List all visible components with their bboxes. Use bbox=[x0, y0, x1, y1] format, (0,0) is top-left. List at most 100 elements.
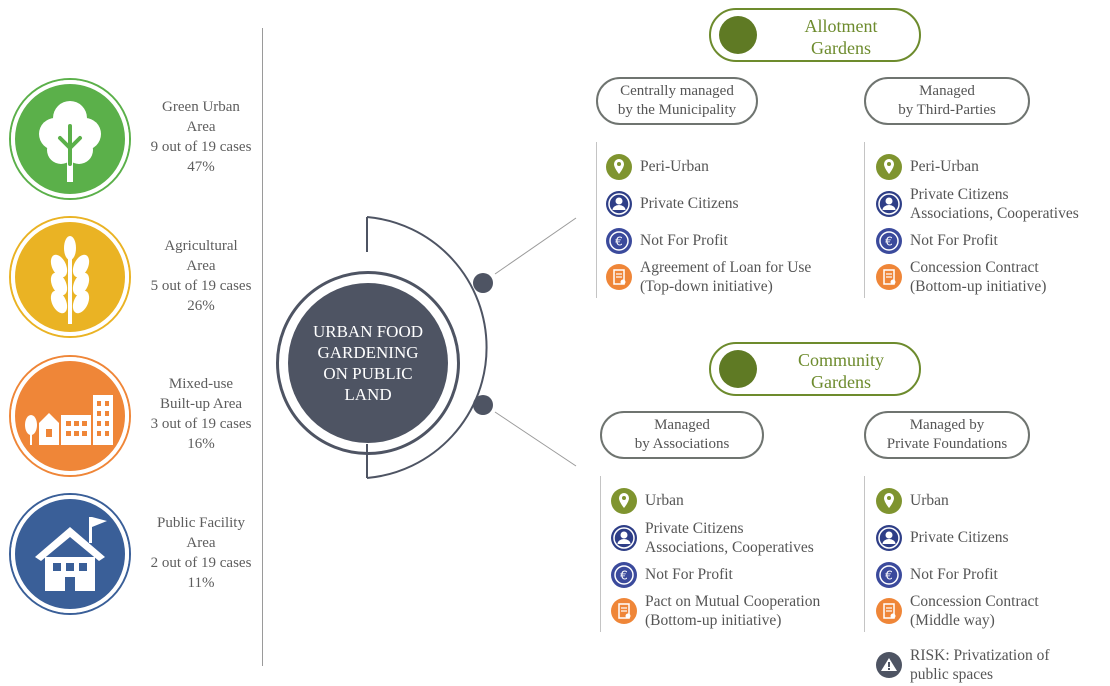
center-line-2: GARDENING bbox=[317, 343, 419, 362]
allotment-group-1-label: Centrally managed by the Municipality bbox=[596, 77, 758, 125]
community-g2-location: Urban bbox=[910, 492, 949, 509]
person-icon bbox=[606, 191, 632, 217]
contract-icon bbox=[876, 598, 902, 624]
allotment-g1-location: Peri-Urban bbox=[640, 158, 709, 175]
community-group-2-line bbox=[864, 476, 865, 632]
agricultural-ring bbox=[9, 216, 131, 338]
location-pin-icon bbox=[606, 154, 632, 180]
location-pin-icon bbox=[876, 154, 902, 180]
center-line-3: ON PUBLIC bbox=[323, 364, 413, 383]
community-g2-location-row: Urban bbox=[876, 488, 949, 514]
connector-line-bottom bbox=[494, 411, 577, 467]
person-icon bbox=[876, 191, 902, 217]
community-group-2-label: Managed by Private Foundations bbox=[864, 411, 1030, 459]
allotment-gardens-header: Allotment Gardens bbox=[709, 8, 921, 62]
connector-line-top bbox=[494, 217, 577, 275]
mixed-use-text: Mixed-use Built-up Area 3 out of 19 case… bbox=[131, 374, 271, 454]
community-g2-risk-2: public spaces bbox=[910, 666, 994, 683]
mixed-use-title-1: Mixed-use bbox=[168, 376, 234, 392]
allotment-title-1: Allotment bbox=[804, 16, 878, 36]
green-urban-ring bbox=[9, 78, 131, 200]
allotment-title: Allotment Gardens bbox=[761, 15, 921, 59]
allotment-g1-profit: Not For Profit bbox=[640, 232, 728, 249]
community-g1-people-row: Private Citizens Associations, Cooperati… bbox=[611, 519, 814, 557]
community-title-2: Gardens bbox=[811, 372, 871, 392]
euro-icon: € bbox=[876, 228, 902, 254]
svg-text:€: € bbox=[620, 569, 628, 583]
community-group-1-line bbox=[600, 476, 601, 632]
agricultural-title-1: Agricultural bbox=[164, 238, 238, 254]
allotment-group-1-label-2: by the Municipality bbox=[617, 102, 737, 118]
public-facility-text: Public Facility Area 2 out of 19 cases 1… bbox=[131, 513, 271, 593]
green-urban-circle bbox=[11, 80, 129, 198]
mixed-use-ring bbox=[9, 355, 131, 477]
allotment-dot bbox=[719, 16, 757, 54]
house-flag-icon bbox=[35, 517, 107, 591]
community-group-1-label: Managed by Associations bbox=[600, 411, 764, 459]
agricultural-title-2: Area bbox=[186, 258, 216, 274]
community-g1-people-2: Associations, Cooperatives bbox=[645, 539, 814, 556]
location-pin-icon bbox=[876, 488, 902, 514]
community-title-1: Community bbox=[797, 350, 884, 370]
community-gardens-header: Community Gardens bbox=[709, 342, 921, 396]
green-urban-title-1: Green Urban bbox=[162, 99, 240, 115]
person-icon bbox=[876, 525, 902, 551]
svg-text:€: € bbox=[885, 235, 893, 249]
agricultural-text: Agricultural Area 5 out of 19 cases 26% bbox=[131, 236, 271, 316]
community-group-1-label-2: by Associations bbox=[634, 436, 730, 452]
community-g1-location: Urban bbox=[645, 492, 684, 509]
allotment-group-2-label-2: by Third-Parties bbox=[898, 102, 996, 118]
tree-icon bbox=[39, 101, 101, 182]
green-urban-text: Green Urban Area 9 out of 19 cases 47% bbox=[131, 97, 271, 177]
community-g2-profit: Not For Profit bbox=[910, 566, 998, 583]
contract-icon bbox=[611, 598, 637, 624]
public-facility-title-2: Area bbox=[186, 535, 216, 551]
center-arc bbox=[366, 216, 488, 479]
agricultural-pct: 26% bbox=[187, 298, 215, 314]
allotment-g2-location: Peri-Urban bbox=[910, 158, 979, 175]
community-g1-profit-row: € Not For Profit bbox=[611, 562, 733, 588]
agricultural-circle bbox=[11, 218, 129, 336]
allotment-g2-contract-2: (Bottom-up initiative) bbox=[910, 278, 1047, 295]
center-line-1: URBAN FOOD bbox=[312, 322, 424, 341]
community-group-2-label-1: Managed by bbox=[909, 417, 985, 433]
allotment-g2-contract-1: Concession Contract bbox=[910, 259, 1039, 276]
euro-icon: € bbox=[606, 228, 632, 254]
allotment-group-2-line bbox=[864, 142, 865, 298]
allotment-g1-profit-row: € Not For Profit bbox=[606, 228, 728, 254]
community-g2-contract-row: Concession Contract (Middle way) bbox=[876, 592, 1039, 630]
center-circle: URBAN FOOD GARDENING ON PUBLIC LAND bbox=[288, 283, 448, 443]
location-pin-icon bbox=[611, 488, 637, 514]
center-outer-ring bbox=[276, 271, 460, 455]
community-g1-contract-1: Pact on Mutual Cooperation bbox=[645, 593, 821, 610]
allotment-g1-contract-row: Agreement of Loan for Use (Top-down init… bbox=[606, 258, 811, 296]
community-group-1-label-1: Managed bbox=[654, 417, 710, 433]
allotment-group-1-line bbox=[596, 142, 597, 298]
contract-icon bbox=[876, 264, 902, 290]
public-facility-title-1: Public Facility bbox=[157, 515, 245, 531]
euro-icon: € bbox=[876, 562, 902, 588]
allotment-g2-people-2: Associations, Cooperatives bbox=[910, 205, 1079, 222]
green-urban-title-2: Area bbox=[186, 119, 216, 135]
allotment-g2-people-row: Private Citizens Associations, Cooperati… bbox=[876, 185, 1079, 223]
buildings-icon bbox=[25, 395, 113, 445]
allotment-g2-contract-row: Concession Contract (Bottom-up initiativ… bbox=[876, 258, 1046, 296]
community-g1-profit: Not For Profit bbox=[645, 566, 733, 583]
mixed-use-circle bbox=[11, 357, 129, 475]
community-g1-people-1: Private Citizens bbox=[645, 520, 744, 537]
allotment-group-1-label-1: Centrally managed bbox=[620, 83, 734, 99]
community-g1-contract-2: (Bottom-up initiative) bbox=[645, 612, 782, 629]
allotment-g1-people-row: Private Citizens bbox=[606, 191, 739, 217]
public-facility-circle bbox=[11, 495, 129, 613]
mixed-use-cases: 3 out of 19 cases bbox=[150, 416, 252, 432]
allotment-group-2-label: Managed by Third-Parties bbox=[864, 77, 1030, 125]
euro-icon: € bbox=[611, 562, 637, 588]
svg-text:€: € bbox=[615, 235, 623, 249]
allotment-g1-contract-2: (Top-down initiative) bbox=[640, 278, 773, 295]
mixed-use-title-2: Built-up Area bbox=[159, 396, 243, 412]
person-icon bbox=[611, 525, 637, 551]
vertical-divider bbox=[262, 28, 263, 666]
community-g2-risk-row: RISK: Privatization of public spaces bbox=[876, 646, 1050, 684]
public-facility-ring bbox=[9, 493, 131, 615]
community-g2-contract-2: (Middle way) bbox=[910, 612, 995, 629]
